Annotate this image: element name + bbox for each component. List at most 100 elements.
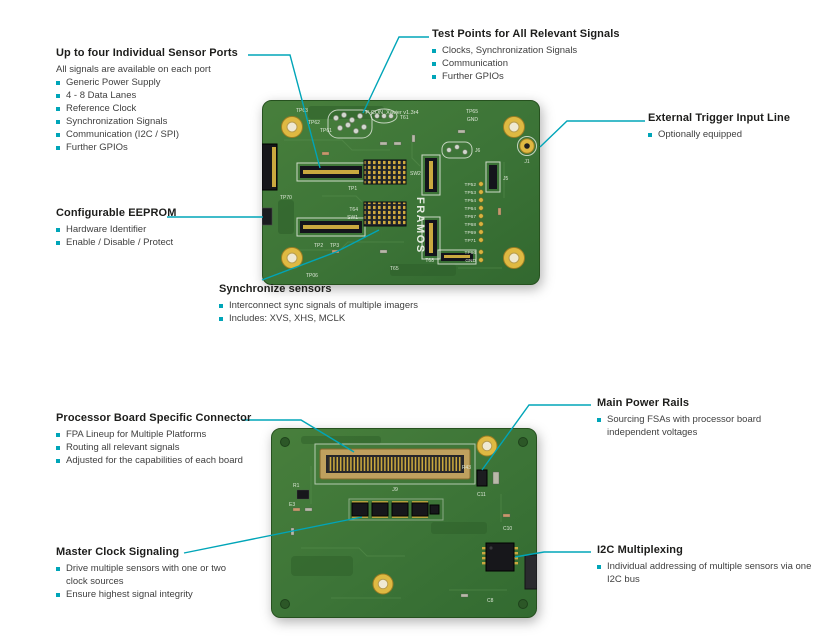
bullet-square-icon: [56, 145, 60, 150]
callout-title: Synchronize sensors: [219, 283, 332, 295]
bullet-square-icon: [56, 432, 60, 437]
callout-bullet-list: Generic Power Supply 4 - 8 Data Lanes Re…: [56, 76, 256, 154]
t61-label: T61: [400, 115, 409, 121]
list-item: Generic Power Supply: [56, 76, 256, 89]
list-item-text: Communication (I2C / SPI): [66, 129, 179, 140]
j9-label: J9: [392, 487, 398, 493]
clock-driver-chips: [348, 498, 444, 521]
sw2-label: SW2: [410, 171, 421, 177]
aux-connector: [437, 249, 477, 265]
tp3-label: TP3: [330, 243, 339, 249]
header-j5: [485, 161, 501, 193]
gnd-bottom-label: GND: [465, 258, 476, 264]
list-item-text: Adjusted for the capabilities of each bo…: [66, 455, 243, 466]
bullet-square-icon: [648, 132, 652, 137]
list-item-text: Individual addressing of multiple sensor…: [607, 561, 812, 585]
list-item: Individual addressing of multiple sensor…: [597, 560, 822, 586]
callout-title: I2C Multiplexing: [597, 544, 683, 556]
callout-bullet-list: Clocks, Synchronization Signals Communic…: [432, 44, 647, 83]
callout-eeprom: Configurable EEPROM Hardware Identifier …: [56, 207, 246, 249]
i2c-mux-chip: [482, 542, 518, 572]
callout-bullet-list: Individual addressing of multiple sensor…: [597, 560, 822, 586]
bullet-square-icon: [597, 564, 601, 569]
tp61-label: TP61: [320, 128, 332, 134]
callout-title: Master Clock Signaling: [56, 546, 180, 558]
list-item: Drive multiple sensors with one or two c…: [56, 562, 244, 588]
callout-bullet-list: Drive multiple sensors with one or two c…: [56, 562, 244, 601]
gnd-top-label: GND: [467, 117, 479, 123]
list-item-text: Optionally equipped: [658, 129, 742, 140]
list-item-text: Further GPIOs: [66, 142, 128, 153]
pcb-top-board: P-CON_Xavier v1.3r4 TP63 TP62 TP61 T61 T…: [262, 100, 540, 285]
c8-label: C8: [487, 598, 494, 604]
list-item: FPA Lineup for Multiple Platforms: [56, 428, 286, 441]
callout-synchronize: Synchronize sensors Interconnect sync si…: [219, 283, 469, 325]
callout-bullet-list: Optionally equipped: [648, 128, 813, 141]
list-item-text: Communication: [442, 58, 508, 69]
bullet-square-icon: [56, 132, 60, 137]
tp52-label: TP52: [465, 182, 477, 188]
silkscreen-labels: J9 R43 C11 C10 C8 R1 E3: [289, 465, 512, 604]
j6-label: J6: [475, 148, 481, 154]
callout-master-clock: Master Clock Signaling Drive multiple se…: [56, 546, 244, 601]
tp69-label: TP69: [465, 230, 477, 236]
list-item-text: FPA Lineup for Multiple Platforms: [66, 429, 207, 440]
list-item: Sourcing FSAs with processor board indep…: [597, 413, 769, 439]
list-item-text: Synchronization Signals: [66, 116, 168, 127]
list-item-text: Routing all relevant signals: [66, 442, 180, 453]
board-title-label: P-CON_Xavier v1.3r4: [365, 110, 418, 116]
tp67-label: TP67: [465, 214, 477, 220]
list-item-text: Further GPIOs: [442, 71, 504, 82]
callout-bullet-list: Sourcing FSAs with processor board indep…: [597, 413, 769, 439]
bullet-square-icon: [432, 61, 436, 66]
bullet-square-icon: [56, 566, 60, 571]
tp53-label: TP53: [465, 190, 477, 196]
tp68-label: TP68: [465, 222, 477, 228]
bullet-square-icon: [56, 240, 60, 245]
list-item: Clocks, Synchronization Signals: [432, 44, 647, 57]
callout-title: Up to four Individual Sensor Ports: [56, 47, 238, 59]
list-item-text: Reference Clock: [66, 103, 137, 114]
tp66-label: TP66: [465, 250, 477, 256]
list-item: Further GPIOs: [56, 141, 256, 154]
t64-label: T64: [349, 207, 358, 213]
list-item: Enable / Disable / Protect: [56, 236, 246, 249]
callout-subtitle: All signals are available on each port: [56, 64, 211, 75]
tp1-label: TP1: [348, 186, 357, 192]
list-item-text: 4 - 8 Data Lanes: [66, 90, 137, 101]
bullet-square-icon: [56, 119, 60, 124]
list-item: Ensure highest signal integrity: [56, 588, 244, 601]
bullet-square-icon: [56, 592, 60, 597]
list-item-text: Generic Power Supply: [66, 77, 161, 88]
callout-test-points: Test Points for All Relevant Signals Clo…: [432, 28, 647, 83]
tp70-label: TP70: [280, 195, 292, 201]
bullet-square-icon: [56, 93, 60, 98]
list-item: Adjusted for the capabilities of each bo…: [56, 454, 286, 467]
bullet-square-icon: [56, 80, 60, 85]
callout-bullet-list: Interconnect sync signals of multiple im…: [219, 299, 469, 325]
tp54-label: TP54: [465, 198, 477, 204]
list-item-text: Drive multiple sensors with one or two c…: [66, 563, 226, 587]
e3-label: E3: [289, 502, 295, 508]
sensor-port-connector-4: [421, 216, 441, 260]
leader-external-trigger: [539, 120, 645, 148]
j1-label: J1: [524, 159, 530, 165]
callout-title: Main Power Rails: [597, 397, 690, 409]
callout-title: Processor Board Specific Connector: [56, 412, 252, 424]
callout-processor-connector: Processor Board Specific Connector FPA L…: [56, 412, 286, 467]
t65-label: T65: [390, 266, 399, 272]
bullet-square-icon: [56, 445, 60, 450]
pcb-bottom-board: J9 R43 C11 C10 C8 R1 E3: [271, 428, 537, 618]
callout-external-trigger: External Trigger Input Line Optionally e…: [648, 112, 813, 141]
list-item-text: Clocks, Synchronization Signals: [442, 45, 578, 56]
list-item-text: Includes: XVS, XHS, MCLK: [229, 313, 346, 324]
test-point-cluster-top: [327, 109, 373, 139]
test-point-cluster-j6: [441, 141, 473, 159]
tp06-label: TP06: [306, 273, 318, 279]
bullet-square-icon: [219, 316, 223, 321]
tp63-label: TP63: [296, 108, 308, 114]
r1-label: R1: [293, 483, 300, 489]
t68-label: T68: [425, 258, 434, 264]
passive-components: [321, 129, 502, 254]
callout-sensor-ports: Up to four Individual Sensor Ports All s…: [56, 47, 256, 154]
